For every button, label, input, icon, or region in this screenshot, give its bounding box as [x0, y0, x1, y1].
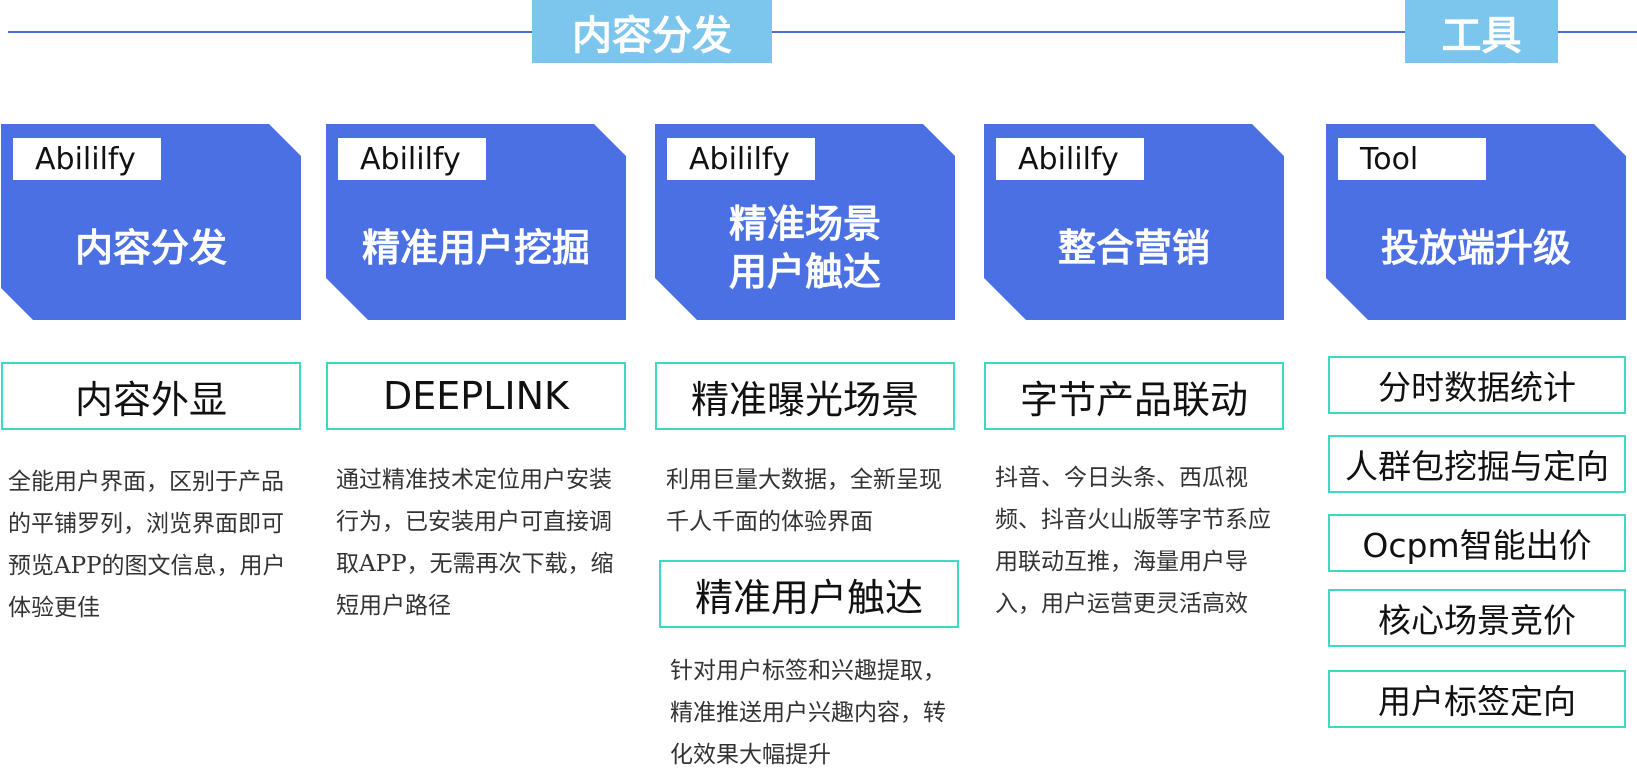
feature-description: 抖音、今日头条、西瓜视频、抖音火山版等字节系应用联动互推，海量用户导入，用户运营…	[995, 465, 1271, 617]
capability-card: Abililfy 整合营销	[984, 124, 1284, 320]
tool-item: 核心场景竞价	[1328, 589, 1626, 647]
feature-label-user-reach: 精准用户触达	[659, 560, 959, 628]
feature-label: 字节产品联动	[984, 362, 1284, 430]
feature-label: 精准曝光场景	[655, 362, 955, 430]
capability-card: Abililfy 精准用户挖掘	[326, 124, 626, 320]
card-tag: Abililfy	[13, 138, 161, 180]
card-title: 整合营销	[1057, 226, 1210, 270]
feature-description: 通过精准技术定位用户安装行为，已安装用户可直接调取APP，无需再次下载，缩短用户…	[336, 467, 614, 619]
card-title: 投放端升级	[1380, 226, 1571, 270]
feature-description-user-reach: 针对用户标签和兴趣提取，精准推送用户兴趣内容，转化效果大幅提升	[670, 658, 946, 768]
card-title: 精准用户挖掘	[361, 226, 590, 270]
feature-label: 内容外显	[1, 362, 301, 430]
card-title: 精准场景 用户触达	[728, 202, 881, 294]
capability-card: Abililfy 内容分发	[1, 124, 301, 320]
tool-item: 用户标签定向	[1328, 670, 1626, 728]
card-tag: Abililfy	[667, 138, 815, 180]
header-line-right	[1558, 31, 1637, 33]
feature-label: DEEPLINK	[326, 362, 626, 430]
card-title: 内容分发	[74, 226, 227, 270]
section-header-tools: 工具	[1405, 0, 1558, 63]
header-line-middle	[772, 31, 1405, 33]
card-tag: Abililfy	[338, 138, 486, 180]
feature-description: 全能用户界面，区别于产品的平铺罗列，浏览界面即可预览APP的图文信息，用户体验更…	[8, 469, 286, 621]
tool-item: Ocpm智能出价	[1328, 514, 1626, 572]
header-line-left	[8, 31, 532, 33]
tool-card: Tool 投放端升级	[1326, 124, 1626, 320]
capability-card: Abililfy 精准场景 用户触达	[655, 124, 955, 320]
tool-item: 人群包挖掘与定向	[1328, 435, 1626, 493]
tool-item: 分时数据统计	[1328, 356, 1626, 414]
section-header-content-distribution: 内容分发	[532, 0, 772, 63]
feature-description: 利用巨量大数据，全新呈现千人千面的体验界面	[666, 467, 942, 535]
card-tag: Abililfy	[996, 138, 1144, 180]
card-tag: Tool	[1338, 138, 1486, 180]
